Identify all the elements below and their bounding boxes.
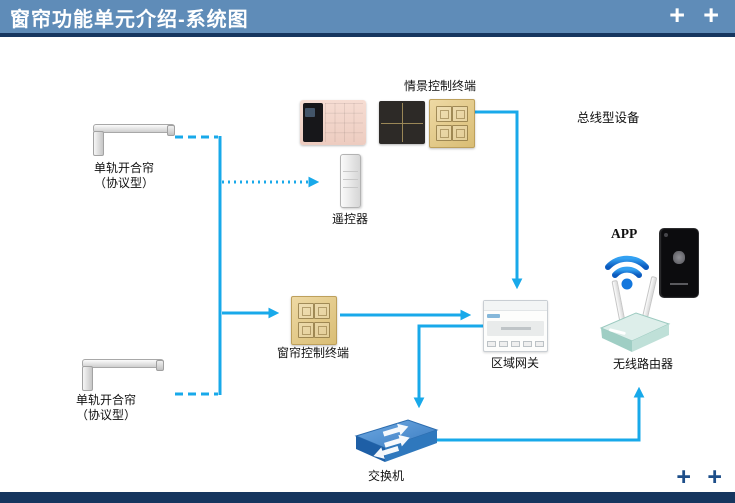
gateway-image (483, 300, 548, 352)
wireless-router-image (596, 275, 674, 354)
link-scene-terminal-to-gateway (472, 110, 523, 290)
network-switch-image (354, 419, 439, 462)
curtain-terminal-image (291, 296, 337, 345)
track-motor (93, 131, 104, 156)
bus-devices-label: 总线型设备 (577, 111, 640, 125)
panel-button (452, 106, 468, 122)
footer-bar (0, 492, 735, 503)
remote-control-image (340, 154, 361, 208)
panel-screen-glow (305, 108, 315, 117)
panel-button (452, 125, 468, 141)
curtain-track-top-label: 单轨开合帘 （协议型） (78, 161, 170, 191)
track-label-line2: （协议型） (93, 176, 154, 190)
panel-button (298, 322, 314, 338)
panel-button (436, 125, 452, 141)
panel-screen (303, 103, 323, 142)
curtain-track-bottom-image (74, 357, 166, 391)
track-motor (82, 366, 93, 391)
gateway-band (487, 321, 544, 336)
curtain-track-top-image (85, 122, 177, 156)
gateway-ports (487, 341, 544, 347)
remote-line (343, 170, 358, 172)
remote-line (343, 187, 358, 189)
footer-plus-left-icon[interactable]: + (676, 463, 691, 491)
link-gateway-to-switch (413, 324, 484, 409)
scene-panel-gold-image (429, 99, 475, 148)
phone-text-mark (670, 283, 688, 285)
wifi-icon (605, 255, 649, 290)
track-label-line2: （协议型） (75, 408, 136, 422)
panel-button (314, 303, 330, 319)
gateway-label: 区域网关 (490, 356, 539, 370)
track-label-line1: 单轨开合帘 (93, 161, 154, 175)
scene-panel-black-image (379, 101, 425, 144)
link-switch-to-router (437, 386, 645, 442)
router-body (599, 312, 671, 352)
phone-camera (664, 233, 668, 237)
router-label: 无线路由器 (612, 357, 673, 371)
gateway-top-strip (484, 301, 547, 311)
panel-button (298, 303, 314, 319)
panel-keypad (325, 103, 363, 142)
page-title: 窗帘功能单元介绍-系统图 (10, 9, 249, 31)
scene-panel-pink-image (300, 100, 366, 145)
footer-plus-right-icon[interactable]: + (707, 463, 722, 491)
curtain-track-bottom-label: 单轨开合帘 （协议型） (60, 393, 152, 423)
track-rail-cap (156, 360, 164, 371)
header-bar: 窗帘功能单元介绍-系统图 + + (0, 0, 735, 33)
remote-label: 遥控器 (331, 212, 368, 226)
smartphone-image (659, 228, 699, 298)
track-label-line1: 单轨开合帘 (75, 393, 136, 407)
gateway-chip (487, 314, 500, 318)
track-rail (82, 359, 164, 371)
curtain-terminal-label: 窗帘控制终端 (276, 346, 349, 360)
remote-line (343, 178, 358, 180)
track-rail (93, 124, 175, 136)
header-accent-rule (0, 33, 735, 37)
header-plus-left-icon[interactable]: + (669, 0, 685, 30)
panel-cross-vline (402, 103, 403, 142)
header-plus-right-icon[interactable]: + (703, 0, 719, 30)
app-label: APP (611, 226, 638, 241)
gateway-band-text (501, 327, 531, 330)
switch-label: 交换机 (367, 469, 404, 483)
panel-button (314, 322, 330, 338)
track-rail-cap (167, 125, 175, 136)
scene-terminal-label: 情景控制终端 (404, 79, 477, 93)
phone-logo (673, 251, 685, 264)
panel-button (436, 106, 452, 122)
